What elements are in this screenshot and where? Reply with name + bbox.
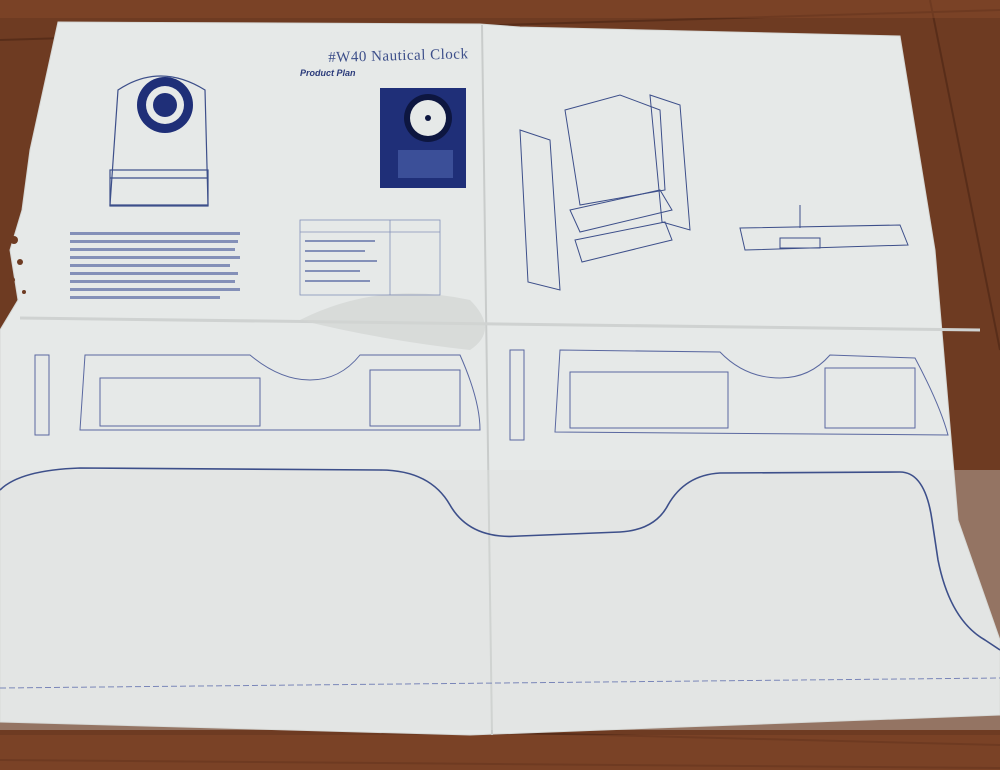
horizontal-fold [19,316,981,332]
product-photo [380,88,466,188]
side-panel-pattern-left [34,354,481,436]
pattern-edge-line [0,677,1000,689]
vertical-fold [481,24,493,736]
materials-table [299,219,441,296]
exploded-assembly-drawing [519,94,691,291]
instructions-text-block [70,232,240,299]
brand-logo: Product Plan [300,68,356,78]
clock-sub-assembly-drawing [739,205,909,251]
side-panel-pattern-right [509,349,949,441]
back-panel-curve-pattern [0,467,1000,651]
paper-sheet [0,21,1000,736]
clock-line-drawing [109,75,209,207]
